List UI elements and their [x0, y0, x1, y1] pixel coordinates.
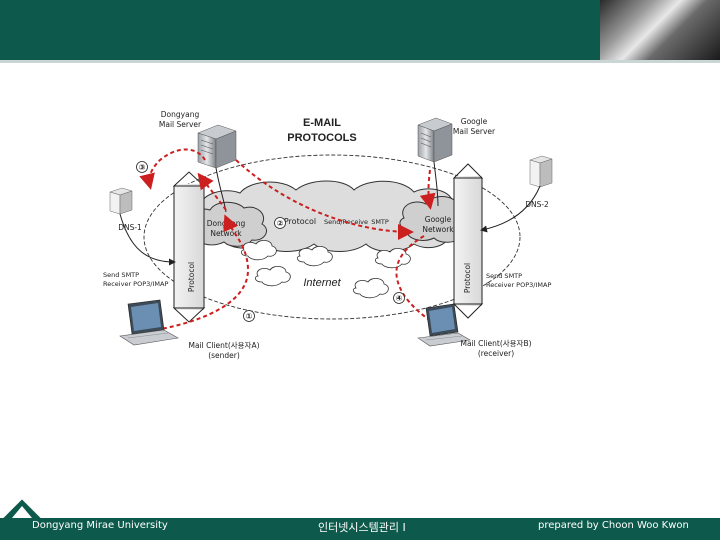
step-marker-3: ③	[136, 161, 148, 173]
step-marker-4: ④	[393, 292, 405, 304]
google-network-label-2: Network	[422, 225, 454, 234]
laptop-a-icon	[119, 299, 179, 346]
svg-text:④: ④	[396, 294, 403, 303]
dns-2-connector	[480, 185, 541, 233]
diagram-title-line1: E-MAIL	[303, 117, 341, 129]
dns-1-label: DNS-1	[118, 223, 142, 232]
google-network-label-1: Google	[425, 215, 452, 224]
client-a-label-2: (sender)	[208, 351, 240, 360]
dns-1-server-icon	[109, 187, 133, 215]
svg-text:③: ③	[139, 163, 146, 172]
client-a-label-1: Mail Client(사용자A)	[188, 341, 259, 350]
svg-text:①: ①	[246, 312, 253, 321]
footer-university: Dongyang Mirae University	[32, 520, 168, 531]
small-cloud-2	[297, 246, 333, 267]
dongyang-server-label-2: Mail Server	[159, 120, 202, 129]
step-marker-1: ①	[243, 310, 255, 322]
right-protocol-bar-label: Protocol	[463, 263, 472, 293]
svg-text:②: ②	[277, 219, 284, 228]
footer-author: prepared by Choon Woo Kwon	[538, 520, 689, 531]
right-protocol-bar: Protocol	[452, 163, 484, 319]
small-cloud-4	[255, 266, 291, 287]
center-protocol-label: Protocol	[284, 217, 316, 226]
dongyang-server-label-1: Dongyang	[161, 110, 200, 119]
diagram-title-line2: PROTOCOLS	[287, 132, 356, 144]
header-divider	[0, 60, 720, 63]
google-server-label-1: Google	[461, 117, 488, 126]
small-cloud-5	[353, 278, 389, 299]
google-server-label-2: Mail Server	[453, 127, 496, 136]
step-marker-2: ②	[274, 217, 286, 229]
dns-1-connector	[119, 213, 176, 266]
right-send-smtp: Send SMTP	[486, 272, 522, 280]
dongyang-server-icon	[197, 124, 237, 169]
laptop-b-icon	[417, 303, 471, 347]
dongyang-network-label-2: Network	[210, 229, 242, 238]
left-send-smtp: Send SMTP	[103, 271, 139, 279]
left-protocol-bar-label: Protocol	[187, 262, 196, 292]
dns-2-server-icon	[529, 155, 553, 188]
center-smtp-label: SMTP	[371, 218, 389, 226]
internet-label: Internet	[303, 277, 341, 289]
flow-arrow-1b	[197, 172, 227, 211]
footer-course-title: 인터넷시스템관리 I	[318, 521, 406, 534]
right-receive-pop3: Receiver POP3/IMAP	[486, 281, 551, 289]
dongyang-network-label-1: Dongyang	[207, 219, 246, 228]
footer-bar: Dongyang Mirae University 인터넷시스템관리 I pre…	[0, 518, 720, 540]
flow-arrow-3-dns	[139, 148, 206, 190]
left-receive-pop3: Receiver POP3/IMAP	[103, 280, 168, 288]
dns-2-label: DNS-2	[525, 200, 549, 209]
flow-arrow-1	[155, 214, 250, 331]
client-b-label-2: (receiver)	[478, 349, 514, 358]
flow-arrow-2b	[419, 169, 436, 210]
small-cloud-1	[241, 240, 277, 261]
google-server-connector	[433, 161, 439, 207]
client-b-label-1: Mail Client(사용자B)	[460, 339, 531, 348]
small-cloud-3	[375, 248, 411, 269]
header-decoration	[600, 0, 720, 60]
network-boundary	[143, 154, 521, 320]
google-server-icon	[417, 117, 453, 163]
left-protocol-bar: Protocol	[172, 171, 206, 323]
header-bar	[0, 0, 720, 60]
